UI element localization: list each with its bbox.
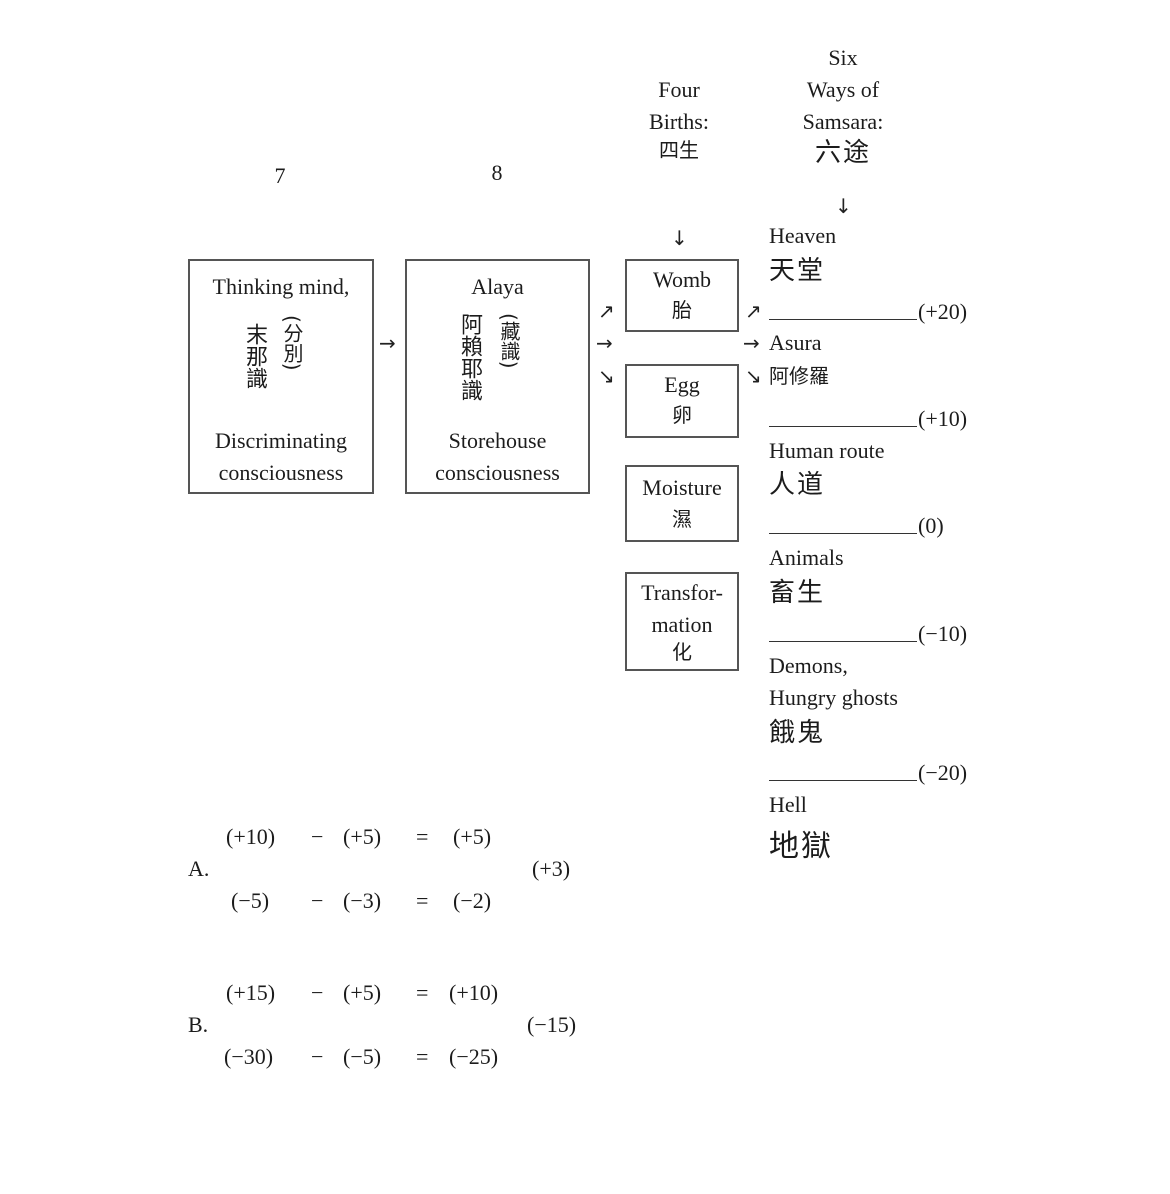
equation-a-row2-term1: (−5): [231, 888, 270, 913]
equation-b-row2-equals: =: [416, 1044, 429, 1069]
equation-b-row1-term2: (+5): [343, 980, 382, 1005]
six-ways-heading-line2: Ways of: [806, 77, 880, 102]
birth-box-moisture: Moisture 濕: [625, 465, 739, 542]
birth-transformation-name-line1: Transfor-: [641, 580, 723, 605]
birth-moisture-name: Moisture: [642, 475, 722, 500]
realm-value-plus10: (+10): [918, 406, 968, 431]
birth-transformation-name-line2: mation: [651, 612, 713, 637]
realms-down-arrow: ↓: [835, 194, 852, 218]
equation-b-row1-equals: =: [416, 980, 429, 1005]
equation-b-row1-result: (+10): [449, 980, 499, 1005]
arrow-births-up-right: ↗: [745, 299, 762, 323]
equation-a-row2-term2: (−3): [343, 888, 382, 913]
birth-womb-name: Womb: [652, 267, 712, 292]
realm-asura-cjk: 阿修羅: [769, 364, 829, 388]
four-births-heading-line1: Four: [658, 77, 700, 102]
equation-b-result: (−15): [527, 1012, 577, 1037]
birth-box-egg: Egg 卵: [625, 364, 739, 438]
arrow-births-right: →: [743, 331, 760, 355]
realm-hell-cjk: 地獄: [769, 829, 833, 864]
birth-moisture-cjk: 濕: [672, 507, 692, 531]
box8-label-line1: Storehouse: [448, 428, 547, 453]
arrow-8-up-right: ↗: [598, 299, 615, 323]
equation-b-label: B.: [188, 1012, 209, 1037]
realm-demons-name-line1: Demons,: [769, 653, 848, 678]
box-alaya: Alaya 阿賴耶識 (藏識) Storehouse consciousness: [405, 259, 590, 494]
realm-value-zero: (0): [918, 513, 944, 538]
equation-a-row2-equals: =: [416, 888, 429, 913]
box8-cjk-paren: (藏識): [497, 313, 521, 369]
six-ways-heading-line1: Six: [828, 45, 858, 70]
arrow-8-down-right: ↘: [598, 364, 615, 388]
realm-animals-name: Animals: [769, 545, 844, 570]
realm-value-minus20: (−20): [918, 760, 968, 785]
realm-hell-name: Hell: [769, 792, 807, 817]
equation-a-label: A.: [188, 856, 210, 881]
four-births-cjk: 四生: [659, 138, 699, 162]
box7-cjk-paren: (分別): [280, 315, 304, 371]
realm-divider-3: [769, 533, 917, 534]
equation-b-row1-term1: (+15): [226, 980, 276, 1005]
equation-a-row2-result: (−2): [453, 888, 492, 913]
six-ways-cjk: 六途: [814, 138, 871, 168]
equation-b-row1-minus: −: [311, 980, 324, 1005]
column-number-8: 8: [491, 160, 503, 185]
box7-title: Thinking mind,: [212, 274, 350, 299]
box8-title: Alaya: [471, 274, 524, 299]
four-births-heading-line2: Births:: [649, 109, 709, 134]
box7-label-line2: consciousness: [218, 460, 344, 485]
equation-b-row2-result: (−25): [449, 1044, 499, 1069]
equation-a-result: (+3): [532, 856, 571, 881]
equation-b-row2-term1: (−30): [224, 1044, 274, 1069]
realm-divider-2: [769, 426, 917, 427]
equation-a-row1-equals: =: [416, 824, 429, 849]
equation-a-row1-minus: −: [311, 824, 324, 849]
realm-heaven-cjk: 天堂: [769, 256, 826, 286]
box8-cjk-main: 阿賴耶識: [457, 313, 482, 401]
equation-a-row1-term2: (+5): [343, 824, 382, 849]
realm-human-name: Human route: [769, 438, 885, 463]
equation-a-row1-term1: (+10): [226, 824, 276, 849]
realm-human-cjk: 人道: [769, 470, 826, 500]
column-number-7: 7: [274, 163, 286, 188]
six-ways-heading-line3: Samsara:: [802, 109, 884, 134]
equation-a-row2-minus: −: [311, 888, 324, 913]
arrow-8-right: →: [596, 331, 613, 355]
arrow-births-down-right: ↘: [745, 364, 762, 388]
arrow-7-to-8: →: [379, 331, 396, 355]
equation-b-row2-term2: (−5): [343, 1044, 382, 1069]
box7-label-line1: Discriminating: [215, 428, 347, 453]
realm-asura-name: Asura: [769, 330, 822, 355]
realm-heaven-name: Heaven: [769, 223, 837, 248]
realm-animals-cjk: 畜生: [769, 578, 826, 608]
birth-box-transformation: Transfor- mation 化: [625, 572, 739, 671]
realm-divider-1: [769, 319, 917, 320]
realm-value-minus10: (−10): [918, 621, 968, 646]
birth-transformation-cjk: 化: [672, 640, 692, 664]
birth-egg-name: Egg: [664, 372, 700, 397]
birth-egg-cjk: 卵: [672, 403, 692, 427]
realm-value-plus20: (+20): [918, 299, 968, 324]
box7-cjk-main: 末那識: [242, 323, 267, 389]
realm-demons-cjk: 餓鬼: [769, 718, 826, 748]
births-down-arrow: ↓: [671, 226, 688, 250]
box-thinking-mind: Thinking mind, 末那識 (分別) Discriminating c…: [188, 259, 374, 494]
realm-divider-5: [769, 780, 917, 781]
birth-box-womb: Womb 胎: [625, 259, 739, 332]
box8-label-line2: consciousness: [435, 460, 560, 485]
realm-divider-4: [769, 641, 917, 642]
equation-a-row1-result: (+5): [453, 824, 492, 849]
realm-demons-name-line2: Hungry ghosts: [769, 685, 898, 710]
birth-womb-cjk: 胎: [672, 298, 692, 322]
equation-b-row2-minus: −: [311, 1044, 324, 1069]
